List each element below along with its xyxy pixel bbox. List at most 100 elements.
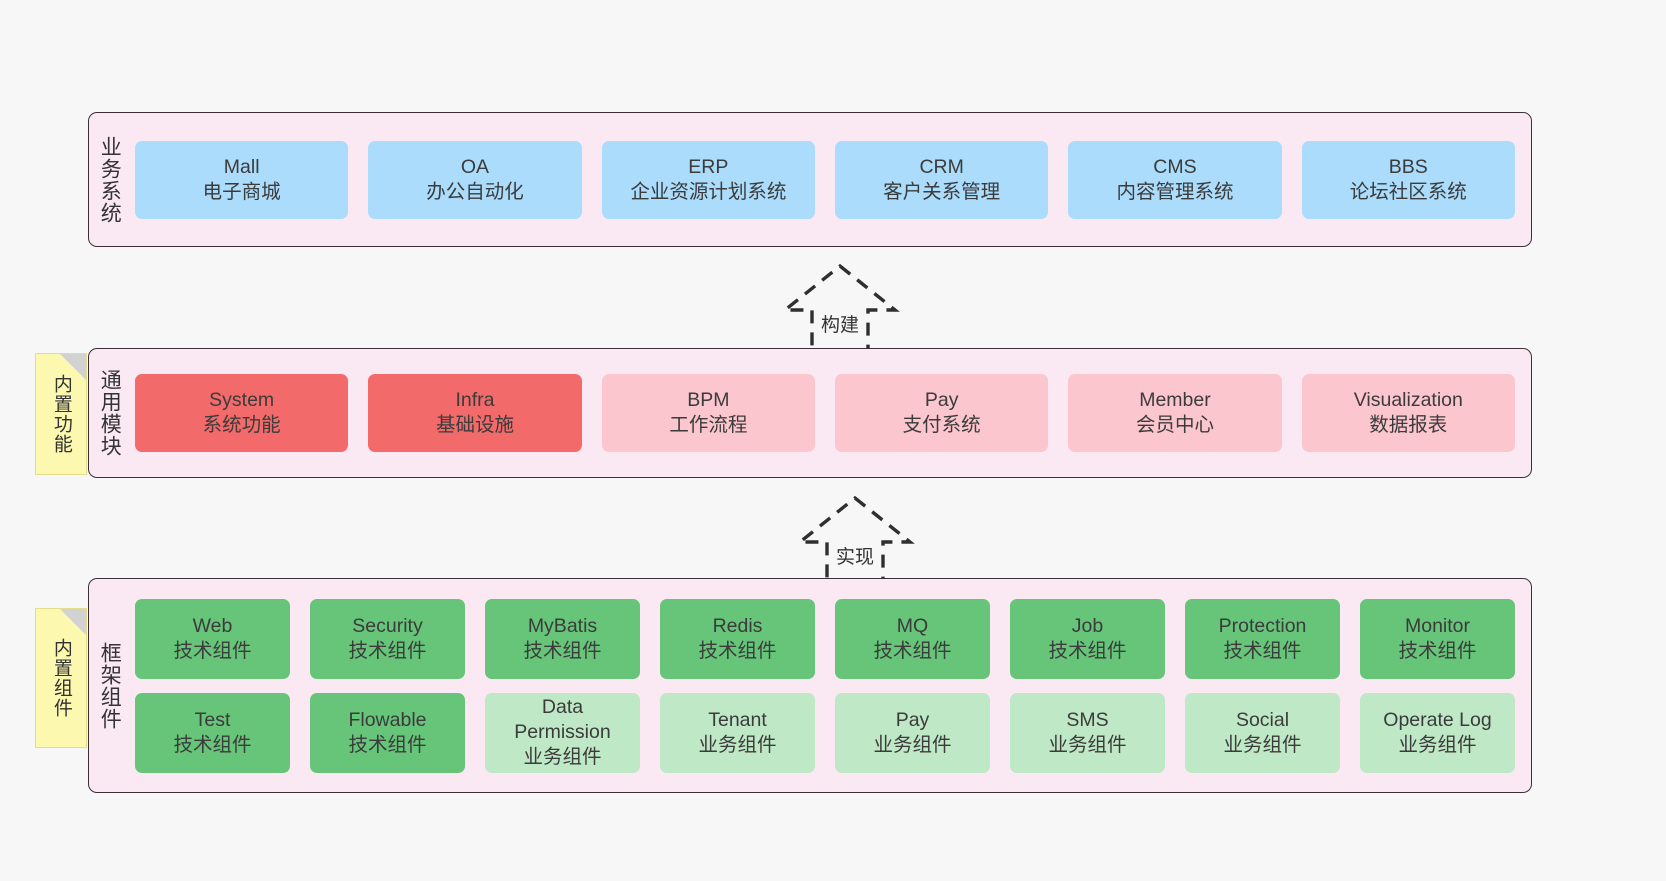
card-title: Pay: [924, 389, 959, 412]
card-protection[interactable]: Protection 技术组件: [1185, 598, 1340, 679]
card-subtitle: 电子商城: [202, 180, 281, 203]
card-subtitle: 客户关系管理: [883, 180, 1001, 203]
card-monitor[interactable]: Monitor 技术组件: [1360, 598, 1515, 679]
card-title: Tenant: [708, 708, 767, 731]
card-title: Pay: [895, 708, 930, 731]
card-subtitle: 技术组件: [873, 639, 952, 662]
card-subtitle: 业务组件: [1048, 733, 1127, 756]
card-cms[interactable]: CMS 内容管理系统: [1068, 140, 1282, 219]
card-pay-component[interactable]: Pay 业务组件: [835, 692, 990, 773]
card-title: Social: [1235, 708, 1290, 731]
card-bpm[interactable]: BPM 工作流程: [601, 374, 815, 452]
card-subtitle: 办公自动化: [426, 180, 524, 203]
connector-implement: 实现: [770, 490, 940, 590]
card-web[interactable]: Web 技术组件: [135, 598, 290, 679]
card-infra[interactable]: Infra 基础设施: [368, 374, 582, 452]
connector-build-label: 构建: [820, 315, 860, 336]
card-title: ERP: [688, 155, 729, 178]
card-bbs[interactable]: BBS 论坛社区系统: [1301, 140, 1515, 219]
sticky-fold-corner: [60, 354, 86, 380]
card-subtitle: 会员中心: [1135, 414, 1214, 436]
card-visualization[interactable]: Visualization 数据报表: [1301, 374, 1515, 452]
card-title: Test: [194, 708, 231, 731]
card-member[interactable]: Member 会员中心: [1068, 374, 1282, 452]
section-label-common: 通用模块: [98, 369, 122, 457]
card-title: Monitor: [1404, 614, 1471, 637]
card-row: Test 技术组件 Flowable 技术组件 Data Permission …: [135, 692, 1515, 773]
sticky-note-builtin-components: 内置组件: [35, 608, 87, 748]
card-flowable[interactable]: Flowable 技术组件: [310, 692, 465, 773]
card-crm[interactable]: CRM 客户关系管理: [834, 140, 1049, 219]
card-mall[interactable]: Mall 电子商城: [135, 140, 349, 219]
section-label-business: 业务系统: [98, 135, 122, 224]
connector-build-shape: [780, 263, 900, 352]
card-title: Flowable: [348, 708, 427, 731]
section-panel-business: 业务系统 Mall 电子商城 OA 办公自动化 ERP 企业资源计划系统 CRM…: [88, 112, 1532, 247]
card-subtitle: 工作流程: [669, 414, 748, 436]
card-subtitle: 内容管理系统: [1116, 180, 1234, 203]
card-subtitle: 企业资源计划系统: [630, 180, 787, 203]
card-subtitle: 支付系统: [902, 414, 981, 436]
card-subtitle: 系统功能: [202, 414, 281, 436]
card-title: BBS: [1388, 155, 1428, 178]
card-title: Web: [192, 614, 233, 637]
card-subtitle: 业务组件: [1223, 733, 1302, 756]
card-sms[interactable]: SMS 业务组件: [1010, 692, 1165, 773]
card-data-permission[interactable]: Data Permission 业务组件: [485, 692, 640, 773]
sticky-note-label: 内置功能: [50, 374, 72, 454]
card-row: System 系统功能 Infra 基础设施 BPM 工作流程 Pay 支付系统…: [135, 374, 1515, 452]
card-title: CRM: [919, 155, 964, 178]
card-title: SMS: [1066, 708, 1109, 731]
section-label-framework: 框架组件: [98, 641, 122, 730]
card-title: MyBatis: [527, 614, 598, 637]
card-subtitle: 技术组件: [173, 639, 252, 662]
card-title: Visualization: [1353, 389, 1463, 412]
card-row: Mall 电子商城 OA 办公自动化 ERP 企业资源计划系统 CRM 客户关系…: [135, 140, 1515, 219]
section-panel-framework: 框架组件 Web 技术组件 Security 技术组件 MyBatis 技术组件…: [88, 578, 1532, 793]
card-subtitle: 业务组件: [698, 733, 777, 756]
sticky-note-label: 内置组件: [50, 638, 72, 718]
card-pay[interactable]: Pay 支付系统: [834, 374, 1049, 452]
card-title: Redis: [712, 614, 763, 637]
card-title: BPM: [687, 389, 730, 412]
card-title: Job: [1071, 614, 1104, 637]
card-subtitle: 技术组件: [348, 733, 427, 756]
card-title: Protection: [1218, 614, 1307, 637]
card-operate-log[interactable]: Operate Log 业务组件: [1360, 692, 1515, 773]
card-subtitle: 技术组件: [173, 733, 252, 756]
card-subtitle: 技术组件: [1223, 639, 1302, 662]
card-subtitle: 技术组件: [698, 639, 777, 662]
card-title: Mall: [223, 155, 260, 178]
card-social[interactable]: Social 业务组件: [1185, 692, 1340, 773]
card-job[interactable]: Job 技术组件: [1010, 598, 1165, 679]
section-rows-business: Mall 电子商城 OA 办公自动化 ERP 企业资源计划系统 CRM 客户关系…: [129, 140, 1531, 219]
card-subtitle: 论坛社区系统: [1349, 180, 1467, 203]
card-title: System: [209, 389, 275, 412]
section-rows-common: System 系统功能 Infra 基础设施 BPM 工作流程 Pay 支付系统…: [129, 374, 1531, 452]
card-subtitle: 基础设施: [435, 414, 514, 436]
card-title: Member: [1139, 389, 1211, 412]
card-title: CMS: [1153, 155, 1197, 178]
card-security[interactable]: Security 技术组件: [310, 598, 465, 679]
card-system[interactable]: System 系统功能: [135, 374, 349, 452]
card-row: Web 技术组件 Security 技术组件 MyBatis 技术组件 Redi…: [135, 598, 1515, 679]
card-title: Infra: [455, 389, 495, 412]
connector-implement-label: 实现: [835, 547, 875, 568]
card-oa[interactable]: OA 办公自动化: [368, 140, 582, 219]
card-title: MQ: [896, 614, 929, 637]
card-title: Security: [352, 614, 423, 637]
card-subtitle: 技术组件: [1048, 639, 1127, 662]
card-mq[interactable]: MQ 技术组件: [835, 598, 990, 679]
card-tenant[interactable]: Tenant 业务组件: [660, 692, 815, 773]
card-redis[interactable]: Redis 技术组件: [660, 598, 815, 679]
card-title: OA: [460, 155, 490, 178]
sticky-note-builtin-features: 内置功能: [35, 353, 87, 475]
card-mybatis[interactable]: MyBatis 技术组件: [485, 598, 640, 679]
sticky-fold-corner: [60, 609, 86, 635]
card-subtitle: 业务组件: [1398, 733, 1477, 756]
section-panel-common: 通用模块 System 系统功能 Infra 基础设施 BPM 工作流程 Pay…: [88, 348, 1532, 478]
card-test[interactable]: Test 技术组件: [135, 692, 290, 773]
card-title: Data Permission: [514, 696, 611, 744]
card-erp[interactable]: ERP 企业资源计划系统: [601, 140, 815, 219]
